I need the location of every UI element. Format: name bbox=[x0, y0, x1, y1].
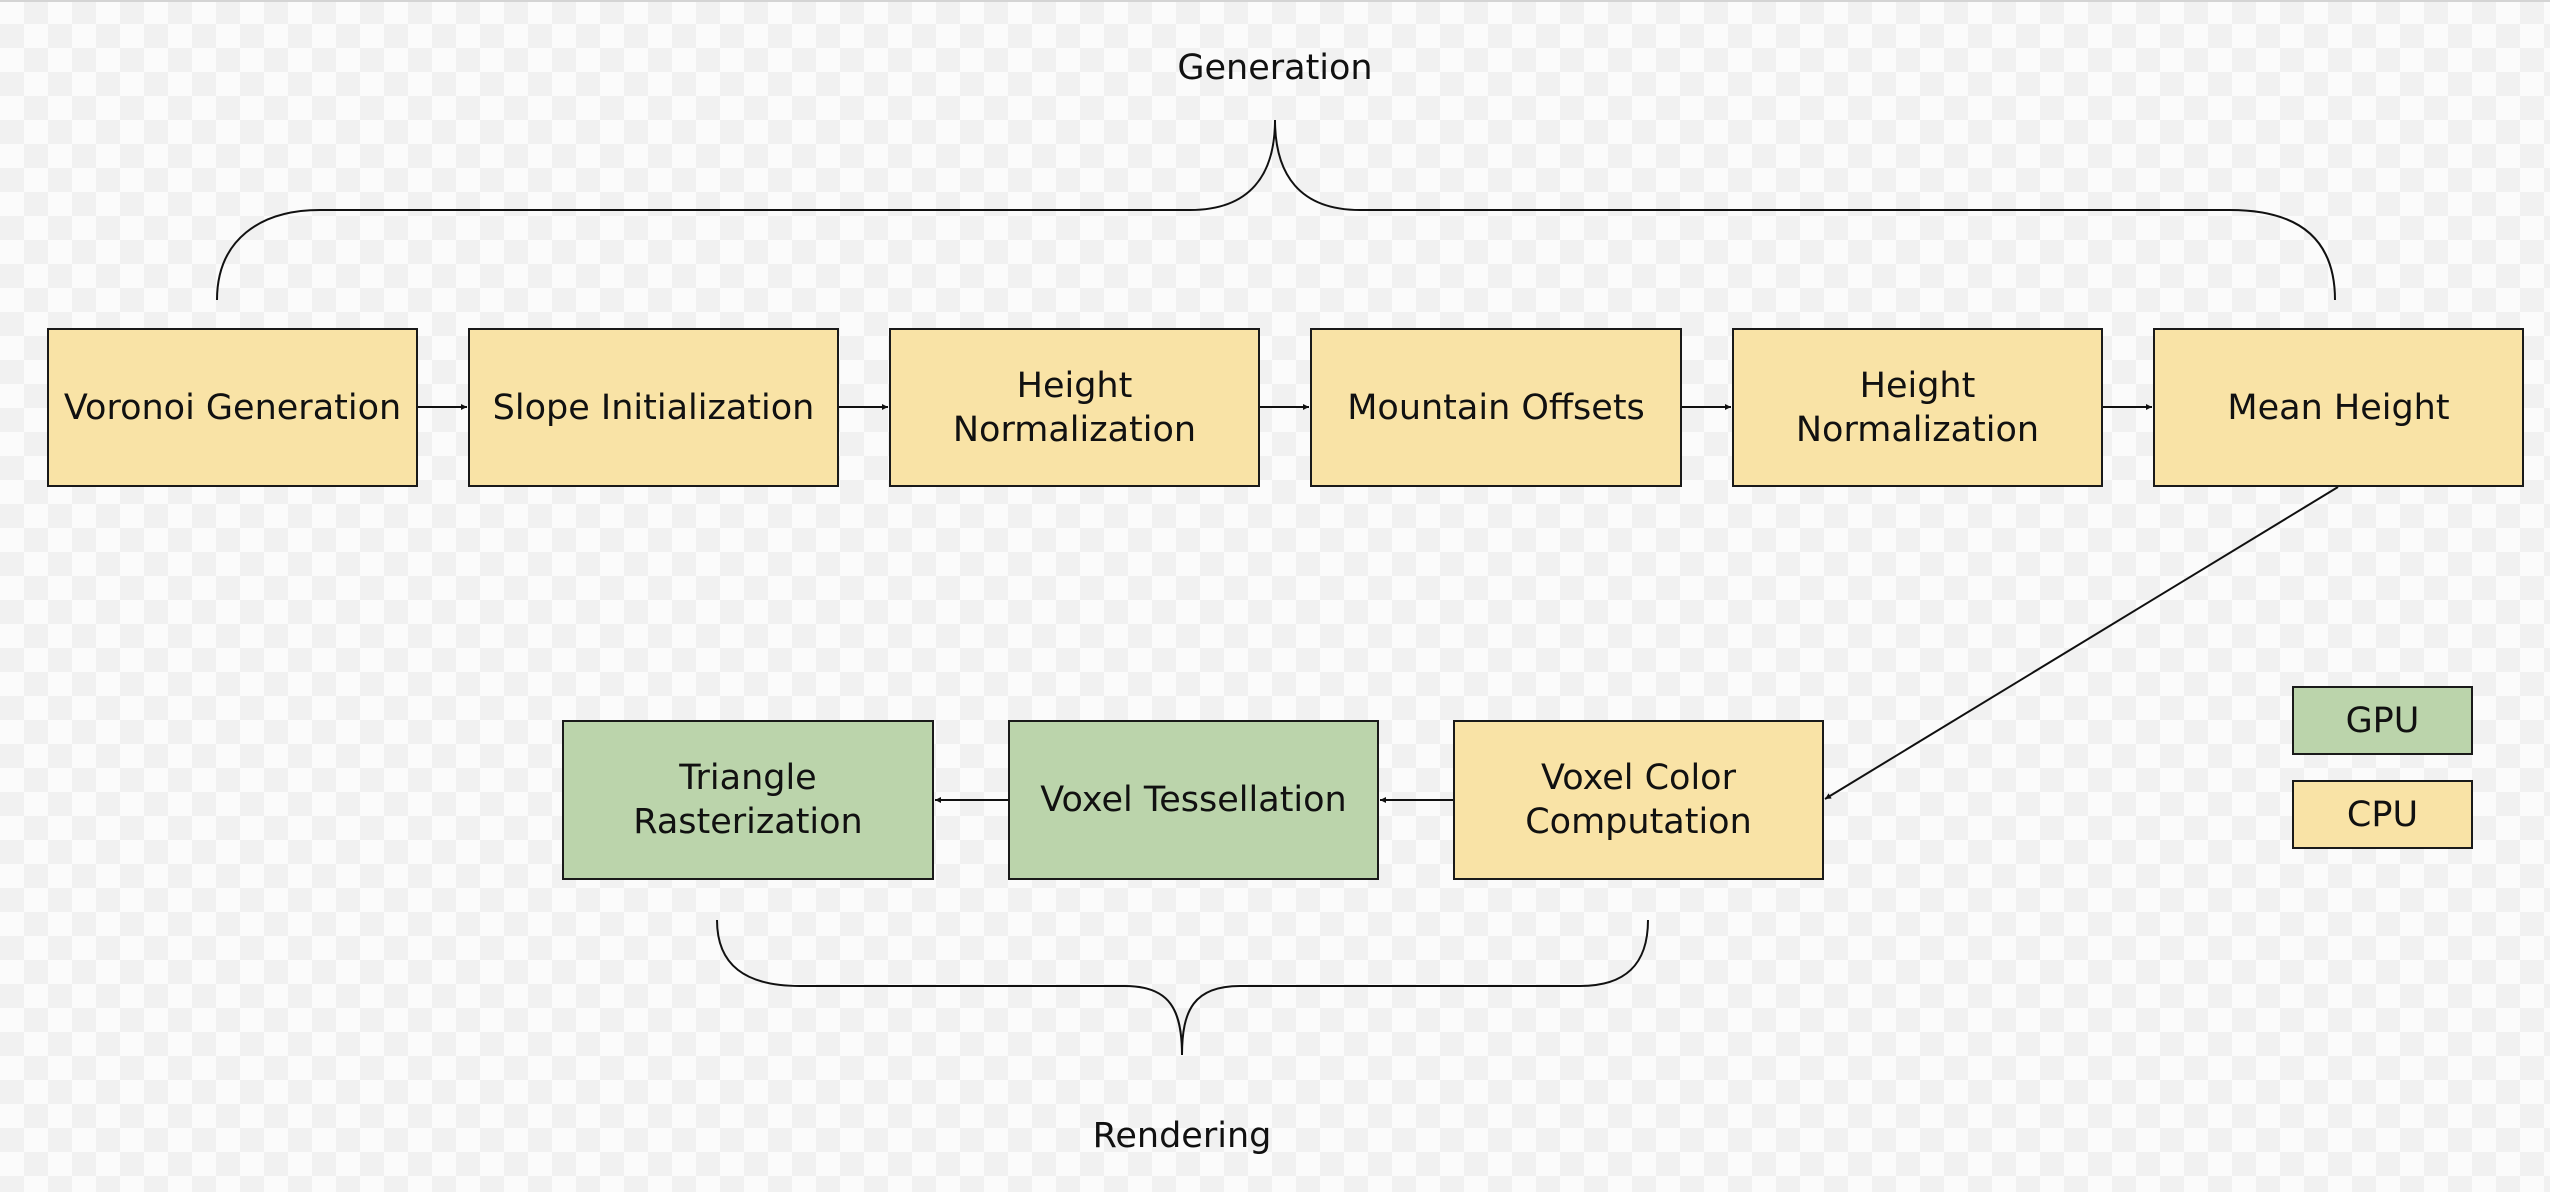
node-label: Voronoi Generation bbox=[63, 387, 402, 428]
node-label: Voxel Tessellation bbox=[1040, 780, 1347, 820]
canvas-top-border bbox=[0, 0, 2550, 2]
node-label: Height Normalization bbox=[952, 365, 1197, 450]
rendering-brace bbox=[716, 919, 1649, 1056]
rendering-label: Rendering bbox=[1092, 1116, 1272, 1156]
node-label: Height Normalization bbox=[1795, 365, 2040, 450]
node-voxel-color-computation: Voxel Color Computation bbox=[1453, 720, 1824, 880]
legend-gpu-label: GPU bbox=[2345, 700, 2420, 741]
generation-label: Generation bbox=[1177, 48, 1373, 88]
node-height-normalization-1: Height Normalization bbox=[889, 328, 1260, 487]
node-label: Triangle Rasterization bbox=[633, 758, 863, 842]
node-voxel-tessellation: Voxel Tessellation bbox=[1008, 720, 1379, 880]
node-mean-height: Mean Height bbox=[2153, 328, 2524, 487]
node-slope-initialization: Slope Initialization bbox=[468, 328, 839, 487]
arrow-mean-to-voxel-color bbox=[1824, 486, 2339, 800]
node-label: Voxel Color Computation bbox=[1525, 758, 1752, 842]
node-triangle-rasterization: Triangle Rasterization bbox=[562, 720, 934, 880]
node-label: Slope Initialization bbox=[492, 387, 815, 428]
legend-cpu-label: CPU bbox=[2346, 794, 2419, 835]
node-label: Mean Height bbox=[2227, 387, 2450, 428]
legend-cpu: CPU bbox=[2292, 780, 2473, 849]
node-label: Mountain Offsets bbox=[1347, 387, 1645, 428]
legend-gpu: GPU bbox=[2292, 686, 2473, 755]
node-height-normalization-2: Height Normalization bbox=[1732, 328, 2103, 487]
node-voronoi-generation: Voronoi Generation bbox=[47, 328, 418, 487]
node-mountain-offsets: Mountain Offsets bbox=[1310, 328, 1682, 487]
generation-brace bbox=[216, 119, 2336, 301]
